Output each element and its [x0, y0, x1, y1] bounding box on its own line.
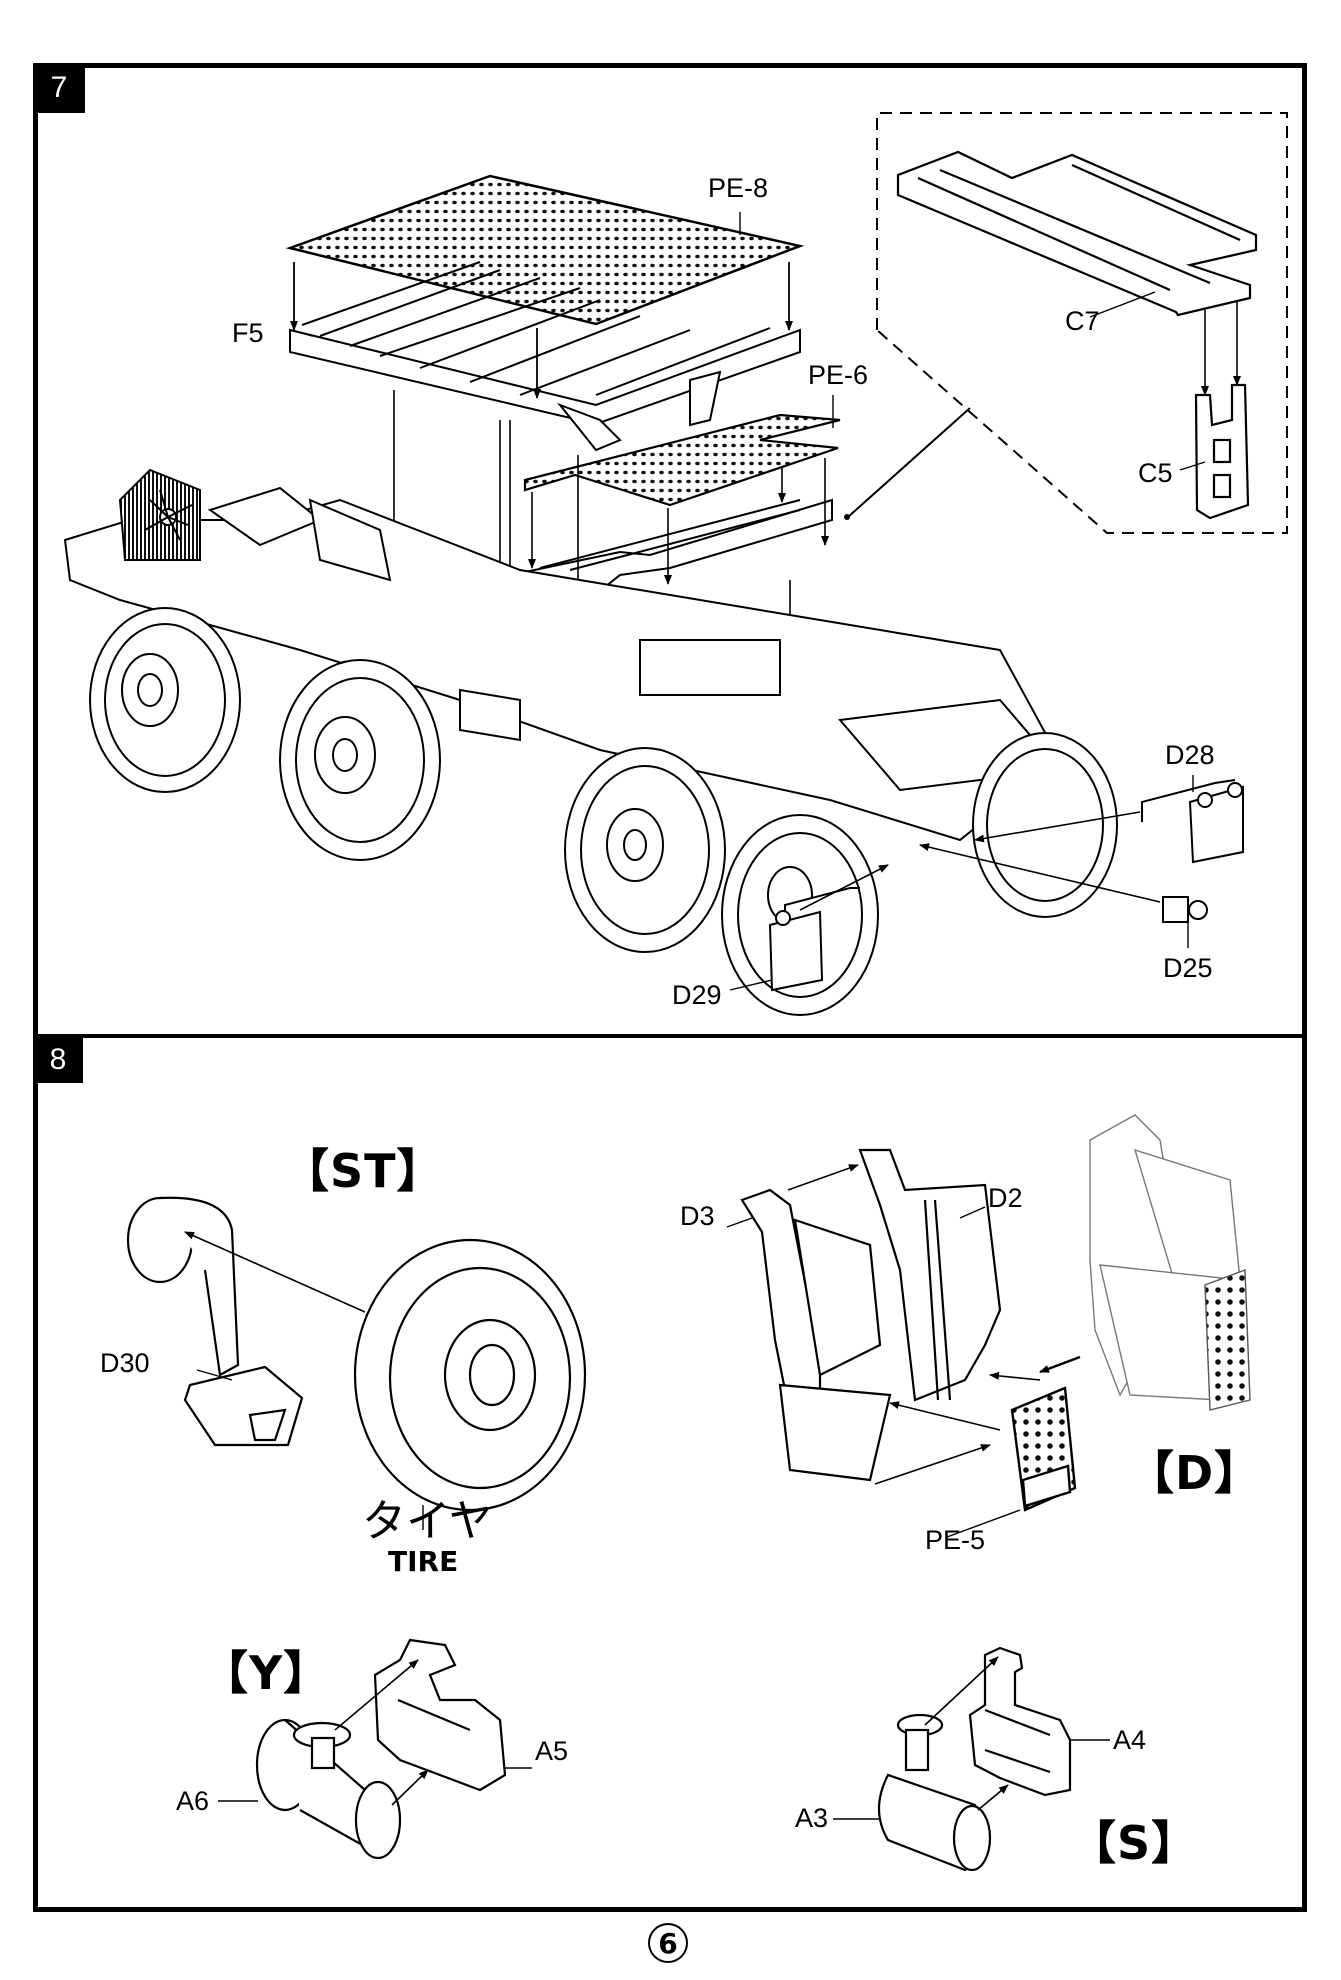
instruction-frame — [33, 63, 1307, 1912]
label-pe8: PE-8 — [708, 173, 769, 203]
inset-leader-dot — [844, 514, 850, 520]
label-d25: D25 — [1163, 953, 1213, 983]
a6-part — [255, 1718, 402, 1860]
label-pe5: PE-5 — [925, 1525, 986, 1555]
d28-part — [1141, 779, 1244, 864]
s-group-arrows — [924, 1656, 1009, 1811]
result-arrow-icon — [1039, 1355, 1081, 1374]
inset-leader-line — [847, 407, 971, 518]
group-marker-y: 【Y】 — [202, 1646, 331, 1700]
label-c5: C5 — [1138, 458, 1173, 488]
d25-part — [1162, 896, 1208, 923]
f5-frame — [289, 261, 801, 452]
step7-leaders — [291, 212, 1206, 991]
step-8-number: 8 — [49, 1043, 67, 1076]
step-7-badge: 7 — [33, 63, 85, 113]
group-marker-st: 【ST】 — [283, 1144, 444, 1198]
pe8-mesh-roof — [285, 174, 805, 326]
d25-arrow — [919, 843, 1161, 903]
step8-leaders — [196, 1206, 1110, 1820]
label-a3: A3 — [795, 1803, 829, 1833]
d29-part — [768, 887, 860, 992]
label-a6: A6 — [176, 1786, 210, 1816]
d-group-arrows — [787, 1164, 1041, 1485]
c5-part — [1194, 383, 1250, 520]
a5-part — [373, 1638, 507, 1792]
tire-to-d30-arrow — [184, 1231, 366, 1313]
label-d28: D28 — [1165, 740, 1215, 770]
label-d3: D3 — [680, 1201, 715, 1231]
wheel-front-right — [279, 659, 441, 861]
d3-part — [740, 1188, 892, 1482]
pe8-arrows — [290, 262, 793, 399]
c5-arrows — [1201, 300, 1241, 396]
group-marker-d: 【D】 — [1128, 1446, 1262, 1500]
pe5-mesh-part — [1010, 1386, 1077, 1512]
label-d29: D29 — [672, 980, 722, 1010]
d30-part — [126, 1196, 304, 1447]
label-a5: A5 — [535, 1736, 569, 1766]
d29-arrow — [799, 864, 889, 911]
spare-tire-part — [353, 1238, 587, 1512]
label-a4: A4 — [1113, 1725, 1147, 1755]
wheel-front-left — [89, 607, 241, 793]
y-group-arrows — [334, 1659, 429, 1806]
wheel-rear-3 — [972, 732, 1118, 918]
label-f5: F5 — [232, 318, 264, 348]
detail-inset-box — [876, 112, 1288, 534]
d-assembled-preview — [1089, 1114, 1251, 1411]
label-pe6: PE-6 — [808, 360, 869, 390]
label-c7: C7 — [1065, 306, 1100, 336]
step-7-number: 7 — [50, 71, 68, 104]
label-d30: D30 — [100, 1348, 150, 1378]
engine-fan-icon — [144, 489, 193, 541]
page-number: 6 — [648, 1923, 688, 1963]
label-d2: D2 — [988, 1183, 1023, 1213]
label-tire-jp: タイヤ — [362, 1496, 493, 1547]
c7-part — [896, 150, 1258, 317]
d28-arrow — [974, 811, 1141, 843]
page-number-text: 6 — [658, 1926, 678, 1960]
step-divider — [33, 1034, 1307, 1038]
group-marker-s: 【S】 — [1070, 1816, 1199, 1870]
step-8-badge: 8 — [33, 1037, 83, 1083]
pe6-mesh-deck — [523, 413, 841, 507]
d2-part — [858, 1148, 1002, 1402]
wheel-rear-1 — [564, 747, 726, 953]
label-tire-en: TIRE — [388, 1545, 459, 1578]
